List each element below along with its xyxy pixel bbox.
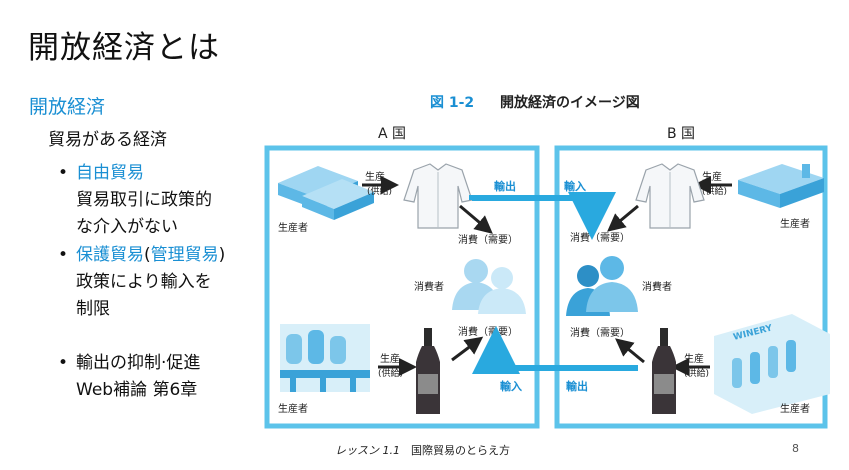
supply-label: (供給): [367, 185, 392, 197]
consumption-label: 消費（需要）: [458, 233, 518, 246]
wine-bottle-icon: [416, 328, 440, 414]
definition-text: 貿易がある経済: [48, 130, 167, 150]
bullet-line: な介入がない: [76, 217, 178, 237]
shirt-icon: [403, 163, 473, 229]
bullet-free-trade: • 自由貿易 貿易取引に政策的 な介入がない: [58, 160, 212, 241]
winery-icon: WINERY: [714, 314, 830, 414]
producer-label: 生産者: [780, 402, 810, 415]
factory-icon: [278, 166, 374, 220]
producer-label: 生産者: [278, 402, 308, 415]
supply-label: (供給): [684, 367, 709, 379]
trade-arrow-a-to-b: [469, 192, 616, 240]
producer-label: 生産者: [278, 221, 308, 234]
production-label: 生産: [684, 352, 704, 365]
figure-title: 開放経済のイメージ図: [500, 94, 640, 111]
import-label-b: 輸入: [564, 179, 586, 193]
consumers-icon: [566, 256, 638, 316]
country-a-frame: [264, 145, 540, 429]
brewery-icon: [280, 324, 370, 392]
paren-label: 管理貿易: [150, 245, 219, 265]
consumers-icon: [452, 259, 526, 314]
consume-arrow: [615, 338, 645, 364]
bullet-line: Web補論 第6章: [76, 380, 198, 400]
bullet-export-control: • 輸出の抑制·促進 Web補論 第6章: [58, 350, 200, 404]
country-b-label: B 国: [667, 126, 695, 142]
consumption-label: 消費（需要）: [458, 325, 518, 338]
country-b-frame: [554, 145, 828, 429]
consumption-label: 消費（需要）: [570, 326, 630, 339]
country-a-label: A 国: [378, 126, 406, 142]
import-label-a: 輸入: [500, 379, 522, 393]
footer: レッスン 1.1 国際貿易のとらえ方: [335, 442, 510, 458]
bullet-label: 保護貿易: [76, 245, 144, 265]
production-label: 生産: [365, 170, 385, 183]
section-heading: 開放経済: [29, 96, 106, 118]
production-label: 生産: [380, 352, 400, 365]
export-label-b: 輸出: [566, 379, 588, 393]
lesson-title: 国際貿易のとらえ方: [411, 444, 510, 457]
lesson-label: レッスン 1.1: [335, 444, 400, 457]
wine-bottle-icon: [652, 328, 676, 414]
bullet-protective-trade: • 保護貿易(管理貿易) 政策により輸入を 制限: [58, 242, 225, 323]
factory-icon: [738, 164, 824, 208]
consume-arrow: [459, 204, 493, 234]
bullet-dot: •: [58, 245, 69, 265]
open-economy-diagram: 図 1-2 開放経済のイメージ図 A 国 B 国 生産者 生産 (供給) 消費（…: [264, 94, 830, 429]
export-label-a: 輸出: [494, 179, 516, 193]
supply-label: (供給): [378, 367, 403, 379]
bullet-line: 政策により輸入を: [76, 272, 212, 292]
shirt-icon: [635, 163, 705, 229]
consumer-label: 消費者: [642, 280, 672, 293]
figure-number: 図 1-2: [430, 95, 474, 111]
bullet-dot: •: [58, 353, 69, 373]
bullet-label: 輸出の抑制·促進: [76, 353, 201, 373]
bullet-line: 制限: [76, 299, 110, 319]
trade-arrow-b-to-a: [472, 326, 638, 374]
consumer-label: 消費者: [414, 280, 444, 293]
consume-arrow: [451, 336, 484, 362]
producer-label: 生産者: [780, 217, 810, 230]
bullet-label: 自由貿易: [76, 163, 144, 183]
supply-label: (供給): [702, 185, 727, 197]
consume-arrow: [607, 204, 639, 232]
bullet-line: 貿易取引に政策的: [76, 190, 212, 210]
paren-close: ): [218, 245, 226, 265]
paren-open: (: [144, 245, 151, 265]
page-title: 開放経済とは: [28, 30, 220, 66]
bullet-dot: •: [58, 163, 69, 183]
consumption-label: 消費（需要）: [570, 231, 630, 244]
page-number: 8: [792, 442, 799, 455]
production-label: 生産: [702, 170, 722, 183]
